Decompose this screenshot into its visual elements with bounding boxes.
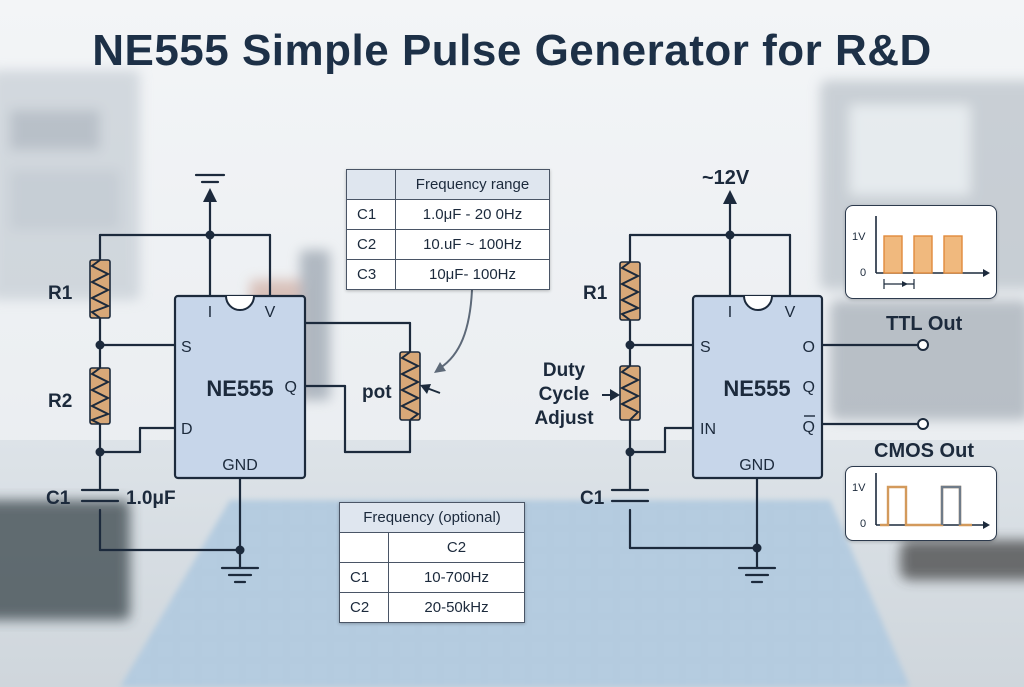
table-cell-key: C1 — [346, 199, 396, 230]
optional-frequency-table: Frequency (optional) C2 C1 10-700Hz C2 2… — [339, 502, 525, 623]
right-pin-s: S — [700, 339, 711, 356]
left-pin-q: Q — [285, 379, 297, 396]
table-pointer-arrow — [439, 289, 473, 369]
left-pin-v: V — [265, 304, 276, 321]
table-cell-key: C1 — [339, 562, 389, 593]
left-pin-i: I — [208, 304, 212, 321]
table-subheader: C2 — [388, 532, 525, 563]
table-cell-value: 10μF- 100Hz — [395, 259, 550, 290]
left-pin-d: D — [181, 421, 193, 438]
cmos-waveform — [880, 485, 972, 527]
duty-label-line1: Duty — [543, 360, 586, 381]
page-title: NE555 Simple Pulse Generator for R&D — [92, 26, 932, 75]
right-chip-label: NE555 — [723, 376, 790, 401]
frequency-range-table: Frequency range C1 1.0μF - 20 0Hz C2 10.… — [346, 169, 550, 290]
supply-label: ~12V — [702, 167, 750, 189]
right-pin-i: I — [728, 304, 732, 321]
duty-label-line2: Cycle — [539, 384, 590, 405]
table-header-row: Frequency range — [346, 169, 550, 200]
right-pin-qbar: Q — [803, 419, 815, 436]
table-cell-value: 10.uF ~ 100Hz — [395, 229, 550, 260]
table-row: C1 1.0μF - 20 0Hz — [346, 199, 550, 230]
left-pin-s: S — [181, 339, 192, 356]
table-row: C2 10.uF ~ 100Hz — [346, 229, 550, 260]
left-pin-gnd: GND — [222, 457, 258, 474]
left-r1-label: R1 — [48, 283, 73, 304]
table-cell-value: 10-700Hz — [388, 562, 525, 593]
right-r1-label: R1 — [583, 283, 608, 304]
cmos-scope-panel: 1V 0 — [845, 466, 997, 541]
cmos-scope-low: 0 — [860, 518, 866, 530]
ttl-waveform — [883, 235, 963, 274]
right-pin-v: V — [785, 304, 796, 321]
right-pin-gnd: GND — [739, 457, 775, 474]
left-c1-value: 1.0μF — [126, 488, 176, 509]
table-subheader-row: C2 — [339, 532, 525, 563]
table-cell-key: C2 — [339, 592, 389, 623]
ttl-scope-low: 0 — [860, 267, 866, 279]
table-header-row: Frequency (optional) — [339, 502, 525, 533]
ttl-scope-high: 1V — [852, 231, 866, 243]
right-c1-label: C1 — [580, 488, 605, 509]
right-supply-arrow — [723, 190, 737, 204]
left-c1-label: C1 — [46, 488, 71, 509]
duty-label-line3: Adjust — [534, 408, 594, 429]
cmos-out-label: CMOS Out — [874, 440, 974, 462]
left-supply-arrow — [203, 188, 217, 202]
table-cell-value: 1.0μF - 20 0Hz — [395, 199, 550, 230]
right-pin-q: Q — [803, 379, 815, 396]
ttl-out-label: TTL Out — [886, 313, 963, 335]
ttl-output-terminal — [917, 339, 929, 351]
table-header: Frequency range — [395, 169, 550, 200]
cmos-scope-high: 1V — [852, 482, 866, 494]
right-pin-in: IN — [700, 421, 716, 438]
cmos-output-terminal — [917, 418, 929, 430]
table-row: C1 10-700Hz — [339, 562, 525, 593]
table-cell-key: C2 — [346, 229, 396, 260]
left-r2-resistor — [89, 367, 111, 425]
table-row: C3 10μF- 100Hz — [346, 259, 550, 290]
pot-label: pot — [362, 382, 392, 403]
table-row: C2 20-50kHz — [339, 592, 525, 623]
duty-cycle-resistor — [602, 365, 641, 421]
table-header: Frequency (optional) — [339, 502, 525, 533]
table-cell-key: C3 — [346, 259, 396, 290]
left-r1-resistor — [89, 259, 111, 319]
right-r1-resistor — [619, 261, 641, 321]
left-r2-label: R2 — [48, 391, 72, 412]
left-chip-label: NE555 — [206, 376, 273, 401]
table-cell-value: 20-50kHz — [388, 592, 525, 623]
ttl-scope-panel: 1V 0 — [845, 205, 997, 299]
pot-resistor — [399, 351, 441, 421]
right-pin-o: O — [803, 339, 815, 356]
